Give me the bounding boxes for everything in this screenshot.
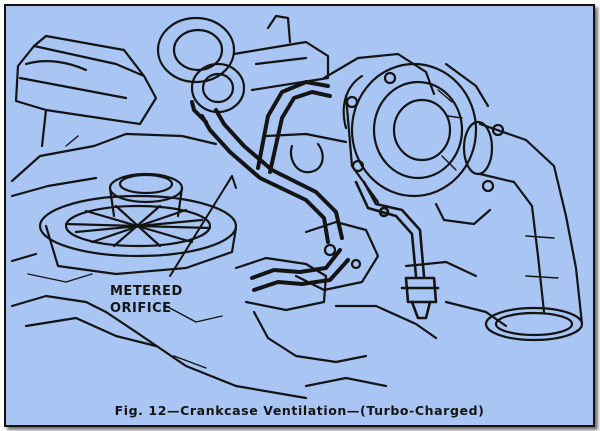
ventilation-tube: [190, 80, 350, 292]
engine-line-drawing: [10, 14, 584, 400]
left-duct-housing: [14, 34, 158, 148]
callout-orifice: ORIFICE: [110, 301, 172, 316]
fan-assembly: [38, 172, 238, 276]
callout-metered: METERED: [110, 284, 183, 299]
exhaust-elbow: [462, 120, 584, 342]
figure-caption: Fig. 12—Crankcase Ventilation—(Turbo-Cha…: [114, 403, 485, 418]
oil-line: [354, 180, 440, 320]
shading-strokes: [27, 89, 559, 369]
callout-leader: [169, 175, 237, 277]
lower-manifold: [234, 220, 508, 388]
figure-frame: METERED ORIFICE Fig. 12—Crankcase Ventil…: [4, 4, 595, 427]
